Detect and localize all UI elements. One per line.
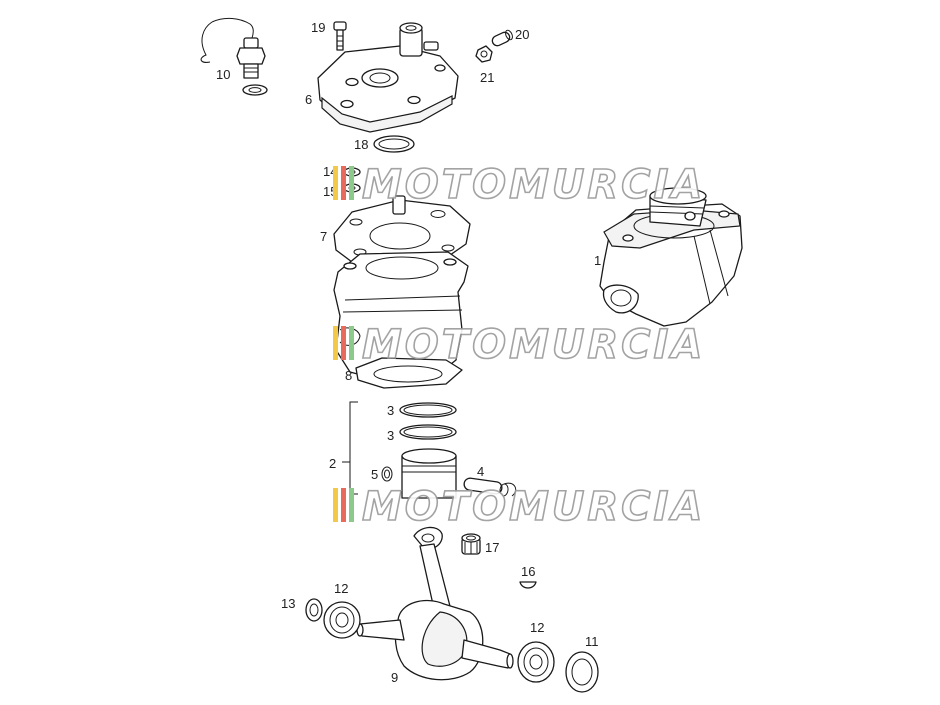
part-3-piston-ring-lower[interactable]	[399, 424, 457, 440]
watermark-stripe	[349, 326, 354, 360]
callout-12a: 12	[334, 581, 348, 596]
watermark-bottom: MOTOMURCIA	[333, 483, 705, 531]
watermark-text: MOTOMURCIA	[362, 322, 705, 368]
watermark-middle: MOTOMURCIA	[333, 321, 705, 369]
part-5-circlip[interactable]	[381, 466, 393, 482]
callout-6: 6	[305, 92, 312, 107]
part-13-oil-seal[interactable]	[305, 598, 323, 622]
callout-21: 21	[480, 70, 494, 85]
cylinder-block-left[interactable]	[333, 251, 469, 381]
piston-group-bracket	[342, 401, 358, 495]
callout-7: 7	[320, 229, 327, 244]
watermark-stripe	[333, 166, 338, 200]
callout-2: 2	[329, 456, 336, 471]
part-20-sleeve[interactable]	[491, 29, 514, 47]
callout-16: 16	[521, 564, 535, 579]
part-12-bearing-right[interactable]	[517, 641, 555, 683]
watermark-text: MOTOMURCIA	[362, 484, 705, 530]
callout-3b: 3	[387, 428, 394, 443]
callout-4: 4	[477, 464, 484, 479]
callout-labels: 19 20 21 10 6 18 14 15 7 1 8 3 3 2 5 4 1…	[216, 20, 601, 685]
callout-19: 19	[311, 20, 325, 35]
watermark-stripe	[349, 166, 354, 200]
callout-3a: 3	[387, 403, 394, 418]
callout-1: 1	[594, 253, 601, 268]
watermark-stripe	[341, 166, 346, 200]
callout-18: 18	[354, 137, 368, 152]
callout-11: 11	[585, 634, 599, 649]
callout-10: 10	[216, 67, 230, 82]
watermark-stripe	[349, 488, 354, 522]
part-9-crankshaft[interactable]	[356, 526, 514, 681]
part-16-woodruff-key[interactable]	[519, 581, 537, 589]
watermark-stripe	[341, 488, 346, 522]
part-8-base-gasket[interactable]	[355, 357, 463, 389]
part-1-cylinder-assembly[interactable]	[599, 187, 743, 327]
part-10-temperature-sensor[interactable]	[200, 17, 268, 96]
part-12-bearing-left[interactable]	[323, 601, 361, 639]
part-21-nut[interactable]	[475, 45, 493, 63]
watermark-text: MOTOMURCIA	[362, 162, 705, 208]
watermark-stripe	[333, 326, 338, 360]
part-19-bolt[interactable]	[333, 21, 347, 51]
part-17-needle-bearing[interactable]	[461, 533, 481, 555]
part-4-piston-pin[interactable]	[463, 477, 517, 497]
callout-17: 17	[485, 540, 499, 555]
piston[interactable]	[401, 448, 457, 499]
part-6-cylinder-head[interactable]	[317, 22, 459, 133]
watermark-top: MOTOMURCIA	[333, 161, 705, 209]
callout-20: 20	[515, 27, 529, 42]
callout-5: 5	[371, 467, 378, 482]
part-11-oil-seal[interactable]	[565, 651, 599, 693]
callout-9: 9	[391, 670, 398, 685]
watermark-stripe	[341, 326, 346, 360]
part-18-o-ring[interactable]	[373, 135, 415, 153]
callout-8: 8	[345, 368, 352, 383]
part-3-piston-ring-upper[interactable]	[399, 402, 457, 418]
watermark-stripe	[333, 488, 338, 522]
callout-12b: 12	[530, 620, 544, 635]
callout-13: 13	[281, 596, 295, 611]
